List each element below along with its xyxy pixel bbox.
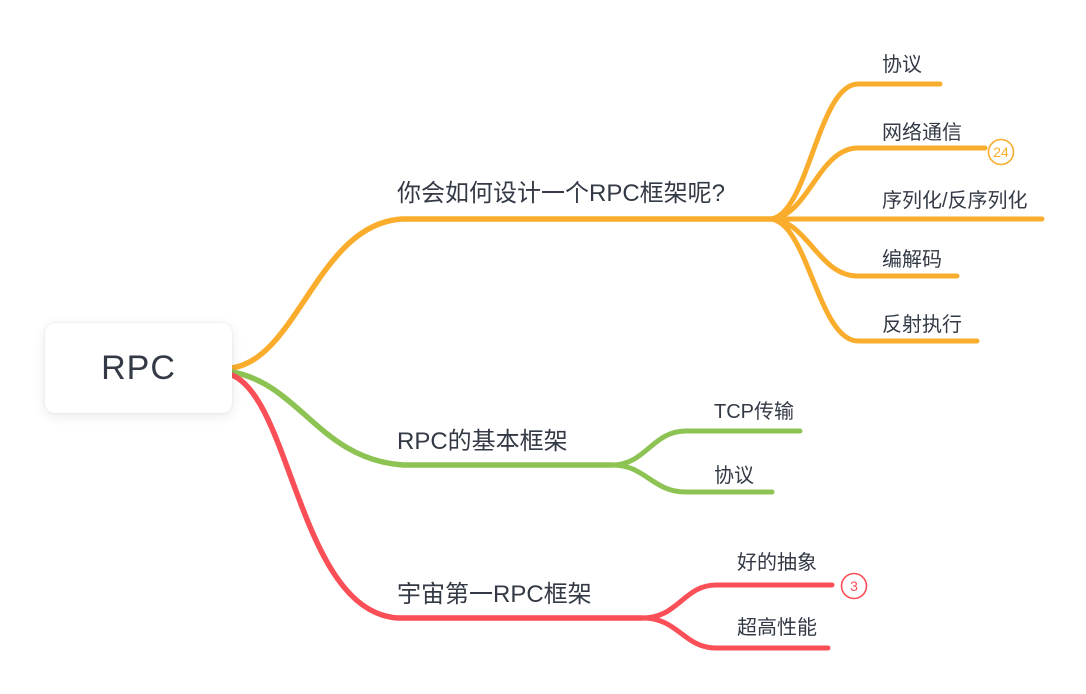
child-node-codec[interactable]: 编解码 <box>882 249 942 271</box>
branch-node-universe-first-rpc[interactable]: 宇宙第一RPC框架 <box>397 581 592 608</box>
child-node-tcp-transport[interactable]: TCP传输 <box>714 401 794 423</box>
badge-collapsed-count-3[interactable]: 3 <box>840 572 868 600</box>
child-line-protocol <box>767 81 943 222</box>
root-node-label: RPC <box>101 348 176 387</box>
child-line-network-communication <box>767 145 988 222</box>
child-node-serialization[interactable]: 序列化/反序列化 <box>882 190 1028 212</box>
badge-collapsed-count-24[interactable]: 24 <box>987 138 1015 166</box>
badge-circle-3[interactable] <box>840 572 868 600</box>
branch-node-design-rpc-framework[interactable]: 你会如何设计一个RPC框架呢? <box>397 180 726 207</box>
root-node[interactable]: RPC <box>45 323 232 413</box>
child-node-protocol[interactable]: 协议 <box>882 54 922 76</box>
child-line-protocol-green <box>609 462 775 495</box>
branch-curve-design-rpc-framework <box>229 216 773 371</box>
branch-curve-universe-first-rpc <box>229 372 646 621</box>
branch-curve-rpc-basic-framework <box>229 369 615 468</box>
child-line-good-abstraction <box>640 582 835 621</box>
badge-circle-24[interactable] <box>987 138 1015 166</box>
badge-count-24-value: 24 <box>993 144 1009 160</box>
child-line-reflection-execution <box>767 216 980 344</box>
child-node-reflection-execution[interactable]: 反射执行 <box>882 314 962 336</box>
child-node-good-abstraction[interactable]: 好的抽象 <box>737 552 817 574</box>
child-line-high-performance <box>640 615 831 651</box>
child-node-protocol-green[interactable]: 协议 <box>714 465 754 487</box>
child-node-network-communication[interactable]: 网络通信 <box>882 122 962 144</box>
badge-count-3-value: 3 <box>850 578 858 594</box>
branch-node-rpc-basic-framework[interactable]: RPC的基本框架 <box>397 428 568 455</box>
child-line-tcp-transport <box>609 428 803 468</box>
child-node-high-performance[interactable]: 超高性能 <box>737 617 817 639</box>
